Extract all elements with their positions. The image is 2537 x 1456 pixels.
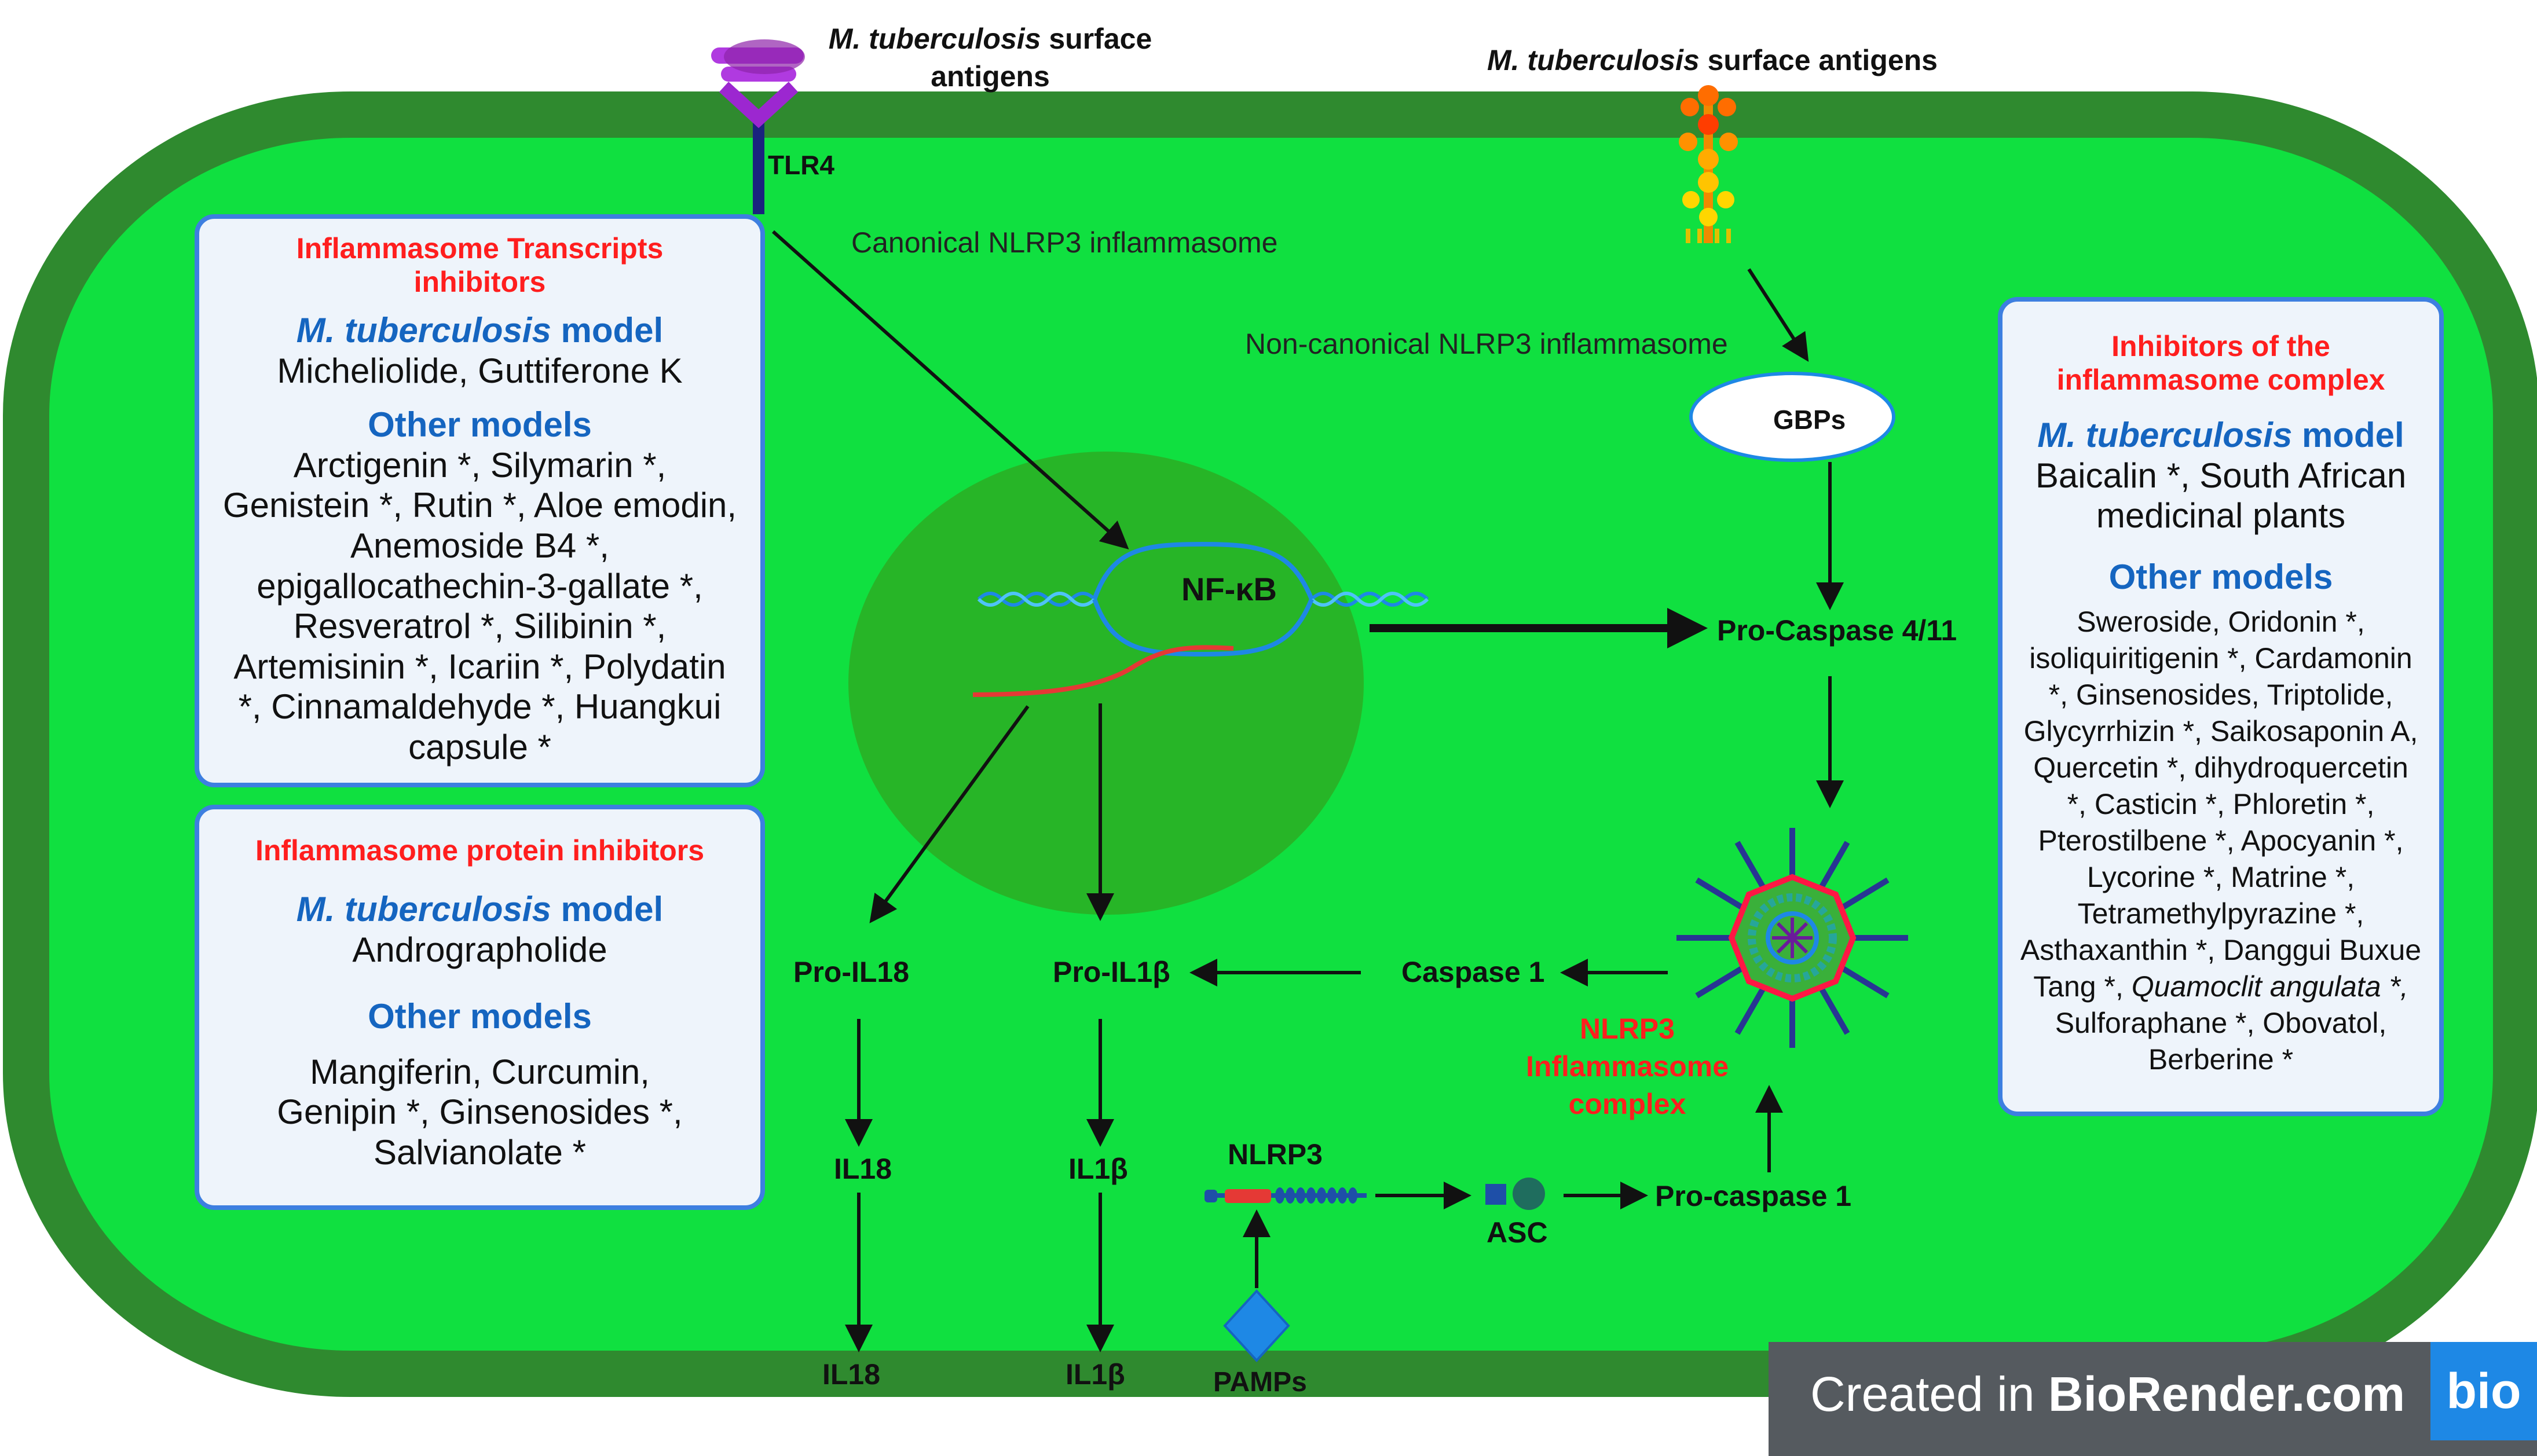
gbps-oval bbox=[1689, 372, 1895, 462]
complex-mtb-line: medicinal plants bbox=[2096, 496, 2346, 536]
transcripts-other-line: epigallocathechin-3-gallate *, bbox=[257, 566, 703, 606]
pamps-label: PAMPs bbox=[1213, 1367, 1307, 1398]
transcripts-mtb-items: Micheliolide, Guttiferone K bbox=[277, 351, 683, 390]
complex-mtb-organism: M. tuberculosis bbox=[2037, 416, 2293, 454]
transcripts-other-line: *, Cinnamaldehyde *, Huangkui bbox=[238, 687, 722, 727]
arrow-tlr4-nfkb bbox=[772, 230, 1129, 549]
complex-other-line: Quercetin *, dihydroquercetin bbox=[2033, 751, 2408, 784]
panel-protein-inhibitors: Inflammasome protein inhibitors M. tuber… bbox=[195, 805, 765, 1210]
transcripts-other-line: Resveratrol *, Silibinin *, bbox=[293, 607, 667, 646]
caspase1-label: Caspase 1 bbox=[1401, 956, 1545, 988]
transcripts-other-line: Artemisinin *, Icariin *, Polydatin bbox=[233, 647, 726, 686]
complex-other-line: Pterostilbene *, Apocyanin *, bbox=[2038, 824, 2404, 857]
complex-other-line: Sulforaphane *, Obovatol, bbox=[2055, 1007, 2387, 1040]
transcripts-mtb-organism: M. tuberculosis bbox=[296, 311, 551, 350]
nlrp3-protein bbox=[1205, 1187, 1367, 1204]
protein-mtb-heading: M. tuberculosis model bbox=[199, 889, 760, 930]
complex-other-heading: Other models bbox=[2108, 557, 2333, 596]
nfkb-dna bbox=[972, 541, 1429, 697]
complex-label-line1: NLRP3 bbox=[1580, 1013, 1675, 1045]
arrow-mrna-proil18 bbox=[869, 705, 1030, 923]
right-antigen-title-rest: surface antigens bbox=[1699, 44, 1938, 76]
noncanonical-pathway-label: Non-canonical NLRP3 inflammasome bbox=[1245, 328, 1728, 360]
inflammasome-complex-icon bbox=[1676, 828, 1908, 1048]
pro-caspase1-label: Pro-caspase 1 bbox=[1655, 1180, 1852, 1212]
complex-mtb-line: Baicalin *, South African bbox=[2035, 456, 2407, 495]
il1b-mid-label: IL1β bbox=[1068, 1153, 1128, 1185]
right-antigen-organism: M. tuberculosis bbox=[1487, 44, 1700, 76]
inflammasome-complex-label: NLRP3 Inflammasome complex bbox=[1526, 1010, 1729, 1123]
panel-complex-inhibitors: Inhibitors of the inflammasome complex M… bbox=[1998, 297, 2444, 1116]
left-antigen-organism: M. tuberculosis bbox=[828, 23, 1041, 55]
pro-il1b-label: Pro-IL1β bbox=[1053, 956, 1170, 988]
protein-heading: Inflammasome protein inhibitors bbox=[255, 834, 705, 867]
complex-other-line-start: Tang *, bbox=[2033, 970, 2132, 1003]
gbps-label: GBPs bbox=[1773, 405, 1846, 435]
transcripts-other-line: Anemoside B4 *, bbox=[350, 526, 609, 565]
transcripts-mtb-heading: M. tuberculosis model bbox=[199, 310, 760, 351]
transcripts-other-line: Arctigenin *, Silymarin *, bbox=[293, 445, 667, 485]
complex-other-line: Berberine * bbox=[2148, 1043, 2294, 1076]
protein-mtb-organism: M. tuberculosis bbox=[296, 890, 551, 929]
complex-other-line: Sweroside, Oridonin *, bbox=[2077, 606, 2365, 639]
complex-other-line: *, Ginsenosides, Triptolide, bbox=[2048, 679, 2393, 712]
surface-antigen-glycan bbox=[1679, 85, 1738, 243]
complex-other-line-mixed: Tang *, Quamoclit angulata *, bbox=[2002, 969, 2439, 1005]
complex-heading-line2: inflammasome complex bbox=[2056, 364, 2385, 396]
transcripts-other-heading: Other models bbox=[368, 405, 592, 445]
complex-other-line: Tetramethylpyrazine *, bbox=[2077, 897, 2364, 930]
left-antigen-line2: antigens bbox=[931, 60, 1050, 93]
il18-mid-label: IL18 bbox=[834, 1153, 892, 1185]
transcripts-heading-line2: inhibitors bbox=[413, 266, 546, 298]
complex-label-line2: Inflammasome bbox=[1525, 1050, 1729, 1083]
asc-protein bbox=[1485, 1178, 1545, 1210]
biorender-badge[interactable]: Created in BioRender.com bio bbox=[1769, 1342, 2537, 1456]
complex-label-line3: complex bbox=[1568, 1088, 1686, 1120]
il1b-out-label: IL1β bbox=[1066, 1358, 1125, 1391]
transcripts-other-line: capsule * bbox=[408, 727, 551, 766]
nlrp3-label: NLRP3 bbox=[1228, 1138, 1323, 1171]
complex-other-line: Glycyrrhizin *, Saikosaponin A, bbox=[2023, 715, 2418, 748]
pro-il18-label: Pro-IL18 bbox=[793, 956, 910, 988]
left-antigen-title-rest: surface bbox=[1041, 23, 1152, 55]
complex-other-line: *, Casticin *, Phloretin *, bbox=[2067, 788, 2375, 821]
asc-label: ASC bbox=[1487, 1216, 1548, 1249]
tlr4-label: TLR4 bbox=[768, 150, 834, 180]
canonical-pathway-label: Canonical NLRP3 inflammasome bbox=[851, 226, 1278, 259]
protein-mtb-model: model bbox=[551, 890, 664, 929]
nucleus bbox=[848, 452, 1364, 915]
il18-out-label: IL18 bbox=[822, 1358, 881, 1391]
protein-other-line: Salvianolate * bbox=[374, 1132, 586, 1172]
nfkb-label: NF-κB bbox=[1181, 571, 1277, 607]
biorender-brand: BioRender.com bbox=[2048, 1367, 2406, 1421]
panel-transcript-inhibitors: Inflammasome Transcripts inhibitors M. t… bbox=[195, 214, 765, 787]
complex-other-line: Asthaxanthin *, Danggui Buxue bbox=[2020, 934, 2422, 967]
right-antigen-label: M. tuberculosis surface antigens bbox=[1487, 43, 1938, 77]
transcripts-other-line: Genistein *, Rutin *, Aloe emodin, bbox=[222, 486, 737, 525]
pro-caspase-4-11-label: Pro-Caspase 4/11 bbox=[1717, 614, 1957, 647]
biorender-prefix: Created in bbox=[1810, 1367, 2048, 1421]
protein-other-line: Mangiferin, Curcumin, bbox=[310, 1052, 650, 1091]
complex-italic-fragment: Quamoclit angulata *, bbox=[2131, 970, 2408, 1003]
arrow-antigen-gbps bbox=[1747, 268, 1809, 362]
pamps-diamond bbox=[1223, 1289, 1290, 1362]
complex-heading-line1: Inhibitors of the bbox=[2111, 330, 2330, 362]
complex-mtb-model: model bbox=[2292, 416, 2404, 454]
biorender-logo-icon: bio bbox=[2430, 1342, 2537, 1440]
protein-mtb-items: Andrographolide bbox=[352, 930, 607, 969]
transcripts-mtb-model: model bbox=[551, 311, 664, 350]
protein-other-line: Genipin *, Ginsenosides *, bbox=[277, 1092, 683, 1132]
protein-other-heading: Other models bbox=[368, 997, 592, 1036]
tlr4-receptor bbox=[711, 39, 805, 214]
complex-other-line: Lycorine *, Matrine *, bbox=[2086, 861, 2355, 894]
transcripts-heading-line1: Inflammasome Transcripts bbox=[296, 232, 664, 265]
left-antigen-label: M. tuberculosis surface antigens bbox=[829, 20, 1152, 96]
biorender-text: Created in BioRender.com bbox=[1810, 1366, 2405, 1422]
complex-other-line: isoliquiritigenin *, Cardamonin bbox=[2029, 642, 2412, 675]
complex-mtb-heading: M. tuberculosis model bbox=[2002, 415, 2439, 456]
